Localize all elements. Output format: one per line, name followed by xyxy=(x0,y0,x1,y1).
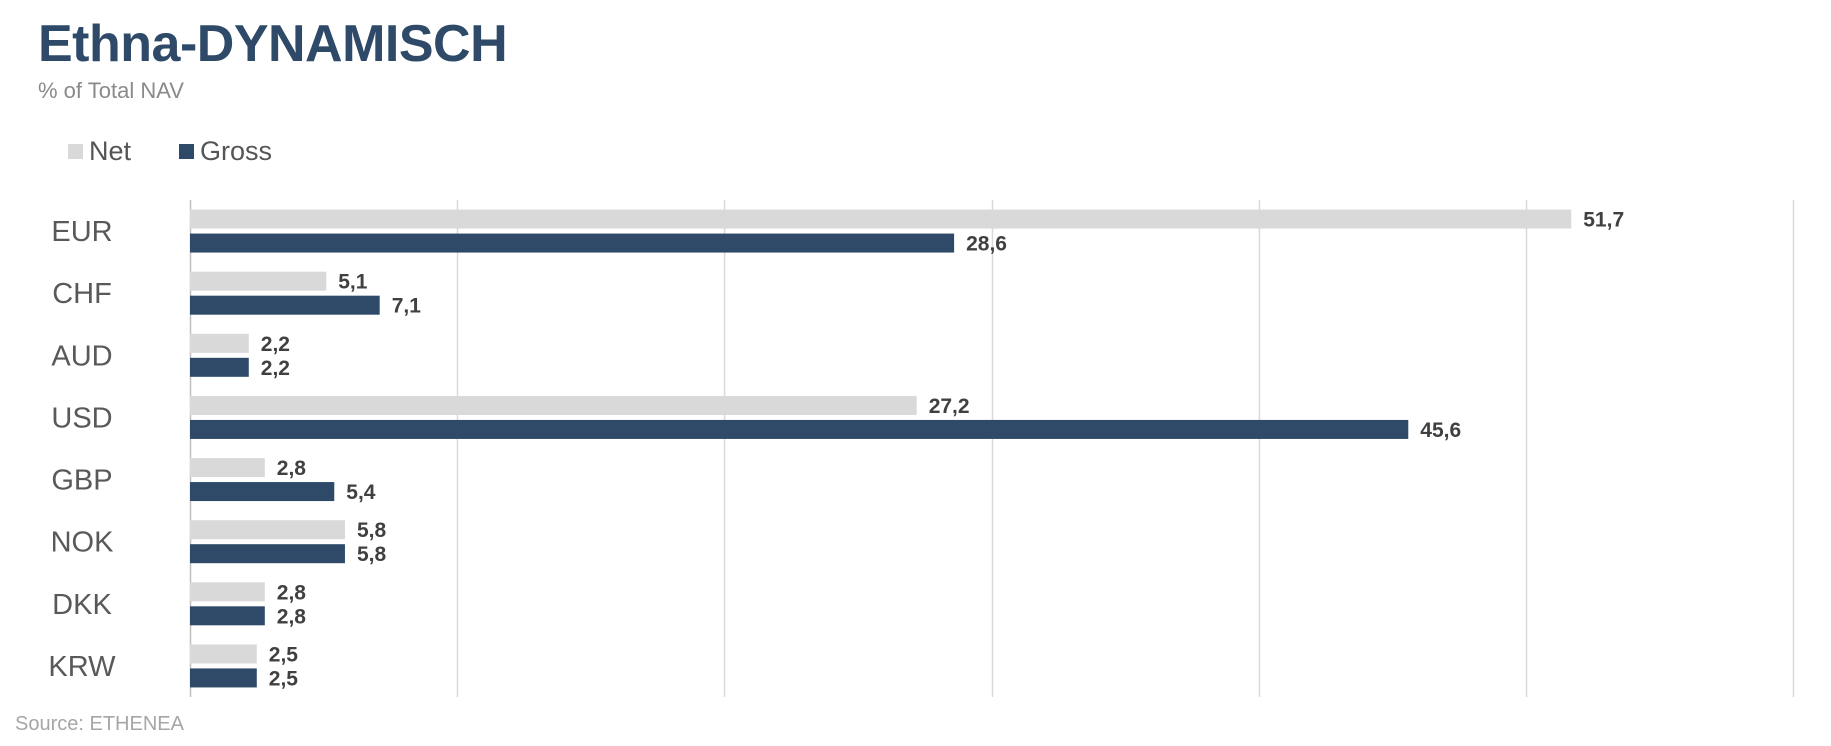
category-label-aud: AUD xyxy=(51,340,112,372)
bar-gross-dkk xyxy=(190,606,265,626)
legend: Net Gross xyxy=(68,136,320,167)
legend-label-gross: Gross xyxy=(200,136,273,166)
data-label-gross-gbp: 5,4 xyxy=(346,481,376,504)
bar-gross-usd xyxy=(190,419,1409,439)
data-label-net-nok: 5,8 xyxy=(357,519,387,542)
data-label-gross-dkk: 2,8 xyxy=(277,605,307,628)
data-label-net-chf: 5,1 xyxy=(338,271,368,294)
data-label-net-usd: 27,2 xyxy=(929,395,970,418)
bar-gross-aud xyxy=(190,357,249,377)
legend-item-net: Net xyxy=(68,136,131,167)
data-label-gross-chf: 7,1 xyxy=(392,295,422,318)
bar-net-usd xyxy=(190,395,917,415)
bar-gross-krw xyxy=(190,668,257,688)
bar-net-chf xyxy=(190,271,327,291)
legend-label-net: Net xyxy=(89,136,132,166)
data-label-net-dkk: 2,8 xyxy=(277,581,307,604)
category-label-dkk: DKK xyxy=(52,589,112,621)
chart-subtitle: % of Total NAV xyxy=(38,78,184,103)
bar-gross-nok xyxy=(190,544,345,564)
bar-net-eur xyxy=(190,209,1572,229)
chart-title: Ethna-DYNAMISCH xyxy=(38,15,508,73)
data-label-net-eur: 51,7 xyxy=(1583,209,1624,232)
data-label-gross-usd: 45,6 xyxy=(1420,419,1461,442)
data-label-gross-aud: 2,2 xyxy=(261,357,290,380)
category-label-gbp: GBP xyxy=(51,465,112,497)
data-label-gross-krw: 2,5 xyxy=(269,667,299,690)
bar-gross-gbp xyxy=(190,482,335,502)
bar-gross-chf xyxy=(190,295,380,315)
bar-net-dkk xyxy=(190,582,265,602)
category-label-krw: KRW xyxy=(48,651,116,683)
legend-swatch-net xyxy=(68,144,83,159)
source-note: Source: ETHENEA xyxy=(15,713,184,735)
category-label-eur: EUR xyxy=(51,216,112,248)
legend-swatch-gross xyxy=(179,144,195,159)
data-label-gross-eur: 28,6 xyxy=(966,233,1007,256)
bar-gross-eur xyxy=(190,233,955,253)
data-label-net-krw: 2,5 xyxy=(269,643,299,666)
category-label-usd: USD xyxy=(51,402,112,434)
legend-item-gross: Gross xyxy=(179,136,272,167)
data-label-gross-nok: 5,8 xyxy=(357,543,387,566)
category-label-nok: NOK xyxy=(51,527,115,559)
data-label-net-aud: 2,2 xyxy=(261,333,290,356)
bar-net-aud xyxy=(190,333,249,353)
category-label-chf: CHF xyxy=(52,278,112,310)
bar-net-nok xyxy=(190,520,345,540)
data-label-net-gbp: 2,8 xyxy=(277,457,307,480)
bar-net-krw xyxy=(190,644,257,664)
bar-net-gbp xyxy=(190,458,265,478)
